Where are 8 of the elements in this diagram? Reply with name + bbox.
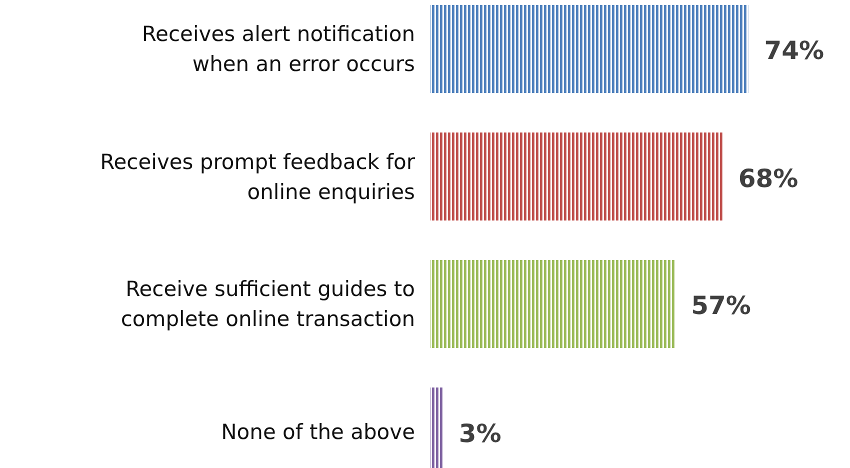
- value-label: 74%: [764, 36, 824, 66]
- category-label: None of the above: [220, 418, 415, 446]
- value-label: 68%: [738, 164, 798, 194]
- category-label: Receives alert notification when an error occurs: [140, 21, 415, 78]
- value-label: 3%: [458, 418, 502, 448]
- category-label: Receives prompt feedback for online enquiries: [99, 148, 415, 206]
- value-label: 57%: [691, 291, 751, 321]
- category-label: Receive sufficient guides to complete online transaction: [120, 276, 415, 333]
